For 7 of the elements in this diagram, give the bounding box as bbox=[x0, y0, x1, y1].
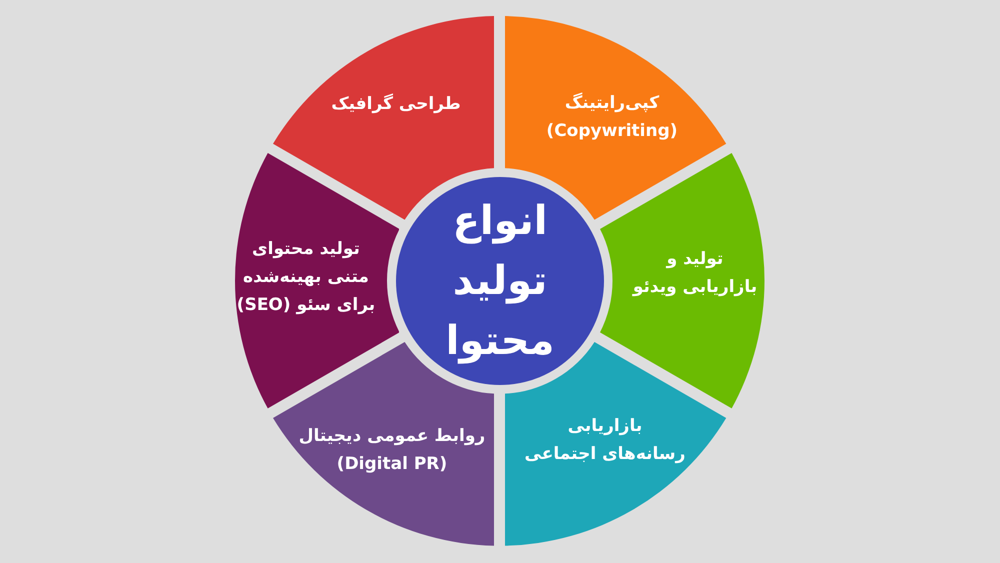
center-label: انواع تولید محتوا bbox=[446, 197, 554, 366]
ring-segment bbox=[600, 153, 765, 409]
segment-label: تولید و بازاریابی ویدئو bbox=[632, 248, 758, 299]
segment-label: تولید محتوای متنی بهینه‌شده برای سئو (SEO) bbox=[236, 238, 376, 317]
ring-segment bbox=[234, 153, 400, 409]
segment-label: بازاریابی رسانه‌های اجتماعی bbox=[524, 414, 686, 466]
segment-label: طراحی گرافیک bbox=[331, 92, 461, 116]
